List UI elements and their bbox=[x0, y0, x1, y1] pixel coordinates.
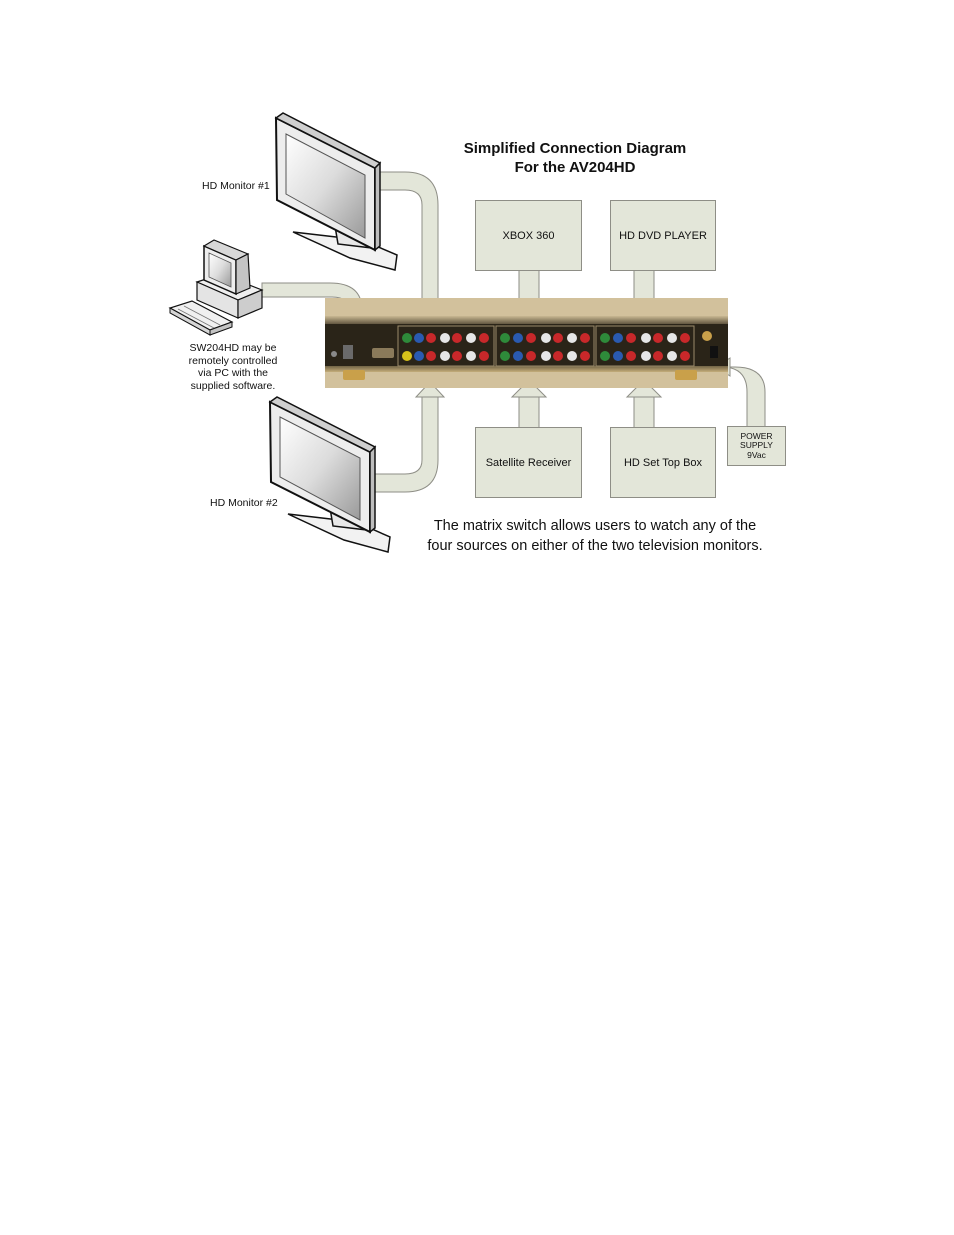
diagram-caption: The matrix switch allows users to watch … bbox=[400, 516, 790, 556]
monitor1-label: HD Monitor #1 bbox=[202, 180, 270, 192]
monitor2-icon bbox=[270, 397, 390, 552]
set-top-label: HD Set Top Box bbox=[624, 458, 702, 468]
jack-row-top bbox=[402, 333, 690, 343]
caption-line-2: four sources on either of the two televi… bbox=[400, 536, 790, 556]
pc-note-line-3: via PC with the bbox=[158, 367, 308, 380]
satellite-source-box: Satellite Receiver bbox=[475, 427, 582, 498]
satellite-label: Satellite Receiver bbox=[486, 458, 572, 468]
pc-note: SW204HD may be remotely controlled via P… bbox=[158, 342, 308, 392]
connection-diagram: Simplified Connection Diagram For the AV… bbox=[0, 0, 954, 600]
power-line-3: 9Vac bbox=[747, 451, 766, 461]
pc-icon bbox=[170, 240, 262, 335]
pc-note-line-4: supplied software. bbox=[158, 380, 308, 393]
title-line-2: For the AV204HD bbox=[440, 158, 710, 177]
hd-dvd-label: HD DVD PLAYER bbox=[619, 231, 707, 241]
pc-note-line-2: remotely controlled bbox=[158, 355, 308, 368]
hd-dvd-source-box: HD DVD PLAYER bbox=[610, 200, 716, 271]
set-top-source-box: HD Set Top Box bbox=[610, 427, 716, 498]
power-supply-box: POWER SUPPLY 9Vac bbox=[727, 426, 786, 466]
diagram-graphics bbox=[0, 0, 954, 600]
title-line-1: Simplified Connection Diagram bbox=[440, 139, 710, 158]
caption-line-1: The matrix switch allows users to watch … bbox=[400, 516, 790, 536]
cable-monitor2 bbox=[375, 382, 444, 492]
jack-row-bottom bbox=[402, 351, 690, 361]
av204hd-switch bbox=[325, 298, 728, 388]
xbox-source-box: XBOX 360 bbox=[475, 200, 582, 271]
monitor1-icon bbox=[276, 113, 397, 270]
diagram-title: Simplified Connection Diagram For the AV… bbox=[440, 139, 710, 177]
xbox-label: XBOX 360 bbox=[503, 231, 555, 241]
monitor2-label: HD Monitor #2 bbox=[210, 497, 278, 509]
pc-note-line-1: SW204HD may be bbox=[158, 342, 308, 355]
